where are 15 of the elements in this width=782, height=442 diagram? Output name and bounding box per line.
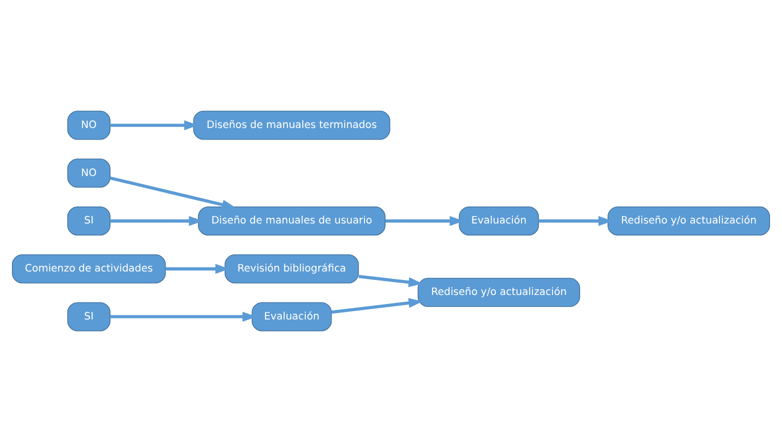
node-box: Rediseño y/o actualización (418, 278, 580, 307)
node-box: Evaluación (252, 302, 332, 332)
node-box: NO (67, 110, 110, 140)
node-box: NO (67, 158, 110, 188)
node-box: Comienzo de actividades (12, 254, 166, 284)
arrow (331, 298, 423, 314)
node-box: Rediseño y/o actualización (608, 206, 770, 236)
node-box: SI (67, 302, 110, 332)
node-box: Evaluación (458, 206, 539, 236)
node-box: SI (67, 206, 110, 236)
node-box: Diseño de manuales de usuario (198, 206, 386, 236)
node-box: Revisión bibliográfica (224, 254, 359, 284)
arrow (110, 176, 236, 210)
arrow (358, 274, 423, 288)
node-box: Diseños de manuales terminados (193, 110, 390, 140)
